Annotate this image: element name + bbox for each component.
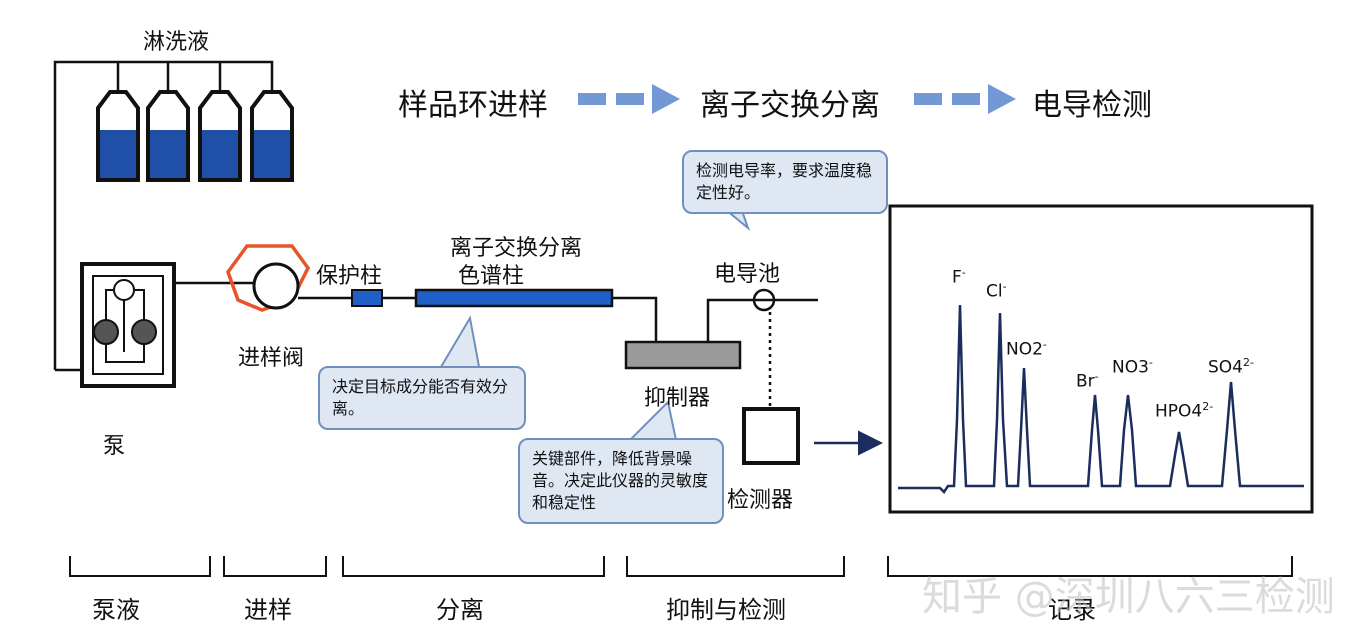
eluent-label: 淋洗液 [143, 30, 210, 55]
callout-tail-column [436, 315, 482, 373]
peak-label-br: Br- [1076, 370, 1099, 392]
flow-arrow-1 [578, 84, 680, 114]
peak-label-no2: NO2- [1006, 338, 1047, 360]
suppressor-body [624, 340, 742, 370]
injection-valve-label: 进样阀 [238, 346, 305, 371]
stage-suppress-detect: 抑制与检测 [666, 596, 786, 624]
guard-column-body [351, 289, 383, 307]
eluent-bottles [96, 90, 294, 182]
flow-arrow-2 [914, 84, 1016, 114]
separation-column-body [414, 288, 614, 308]
pump-label: 泵 [103, 434, 126, 459]
detector-body [742, 407, 800, 465]
peak-label-no3: NO3- [1112, 356, 1153, 378]
callout-suppressor: 关键部件，降低背景噪音。决定此仪器的灵敏度和稳定性 [518, 438, 724, 524]
conductivity-cell [752, 288, 776, 312]
callout-column: 决定目标成分能否有效分离。 [318, 366, 526, 430]
separation-column-label-2: 色谱柱 [457, 264, 524, 289]
callout-conductivity: 检测电导率，要求温度稳定性好。 [682, 150, 888, 214]
eluent-bottle-4 [250, 90, 294, 182]
suppressor-label: 抑制器 [644, 386, 711, 411]
stage-separation: 分离 [436, 596, 484, 624]
main-tubing [298, 296, 818, 342]
eluent-bottle-1 [96, 90, 140, 182]
eluent-bottle-3 [198, 90, 242, 182]
flow-step-injection: 样品环进样 [398, 88, 548, 123]
pump-unit [80, 262, 176, 388]
eluent-bottle-2 [146, 90, 190, 182]
separation-column-label-1: 离子交换分离 [449, 236, 582, 261]
peak-label-cl: Cl- [986, 280, 1007, 302]
flow-step-separation: 离子交换分离 [700, 88, 880, 123]
injection-valve [226, 244, 311, 312]
stage-pumping: 泵液 [92, 596, 140, 624]
peak-label-so4: SO42- [1208, 356, 1254, 378]
conductivity-cell-label: 电导池 [714, 262, 781, 287]
watermark: 知乎 @深圳八六三检测 [922, 574, 1335, 620]
stage-record: 记录 [1048, 596, 1096, 624]
peak-label-f: F- [952, 266, 966, 288]
eluent-tubing [53, 60, 274, 372]
guard-column-label: 保护柱 [316, 264, 383, 289]
stage-injection: 进样 [244, 596, 292, 624]
chromatogram-trace [898, 304, 1304, 494]
detector-label: 检测器 [727, 488, 794, 513]
peak-label-hpo4: HPO42- [1155, 400, 1214, 422]
stage-brackets [69, 556, 1293, 577]
flow-step-detection: 电导检测 [1032, 88, 1152, 123]
